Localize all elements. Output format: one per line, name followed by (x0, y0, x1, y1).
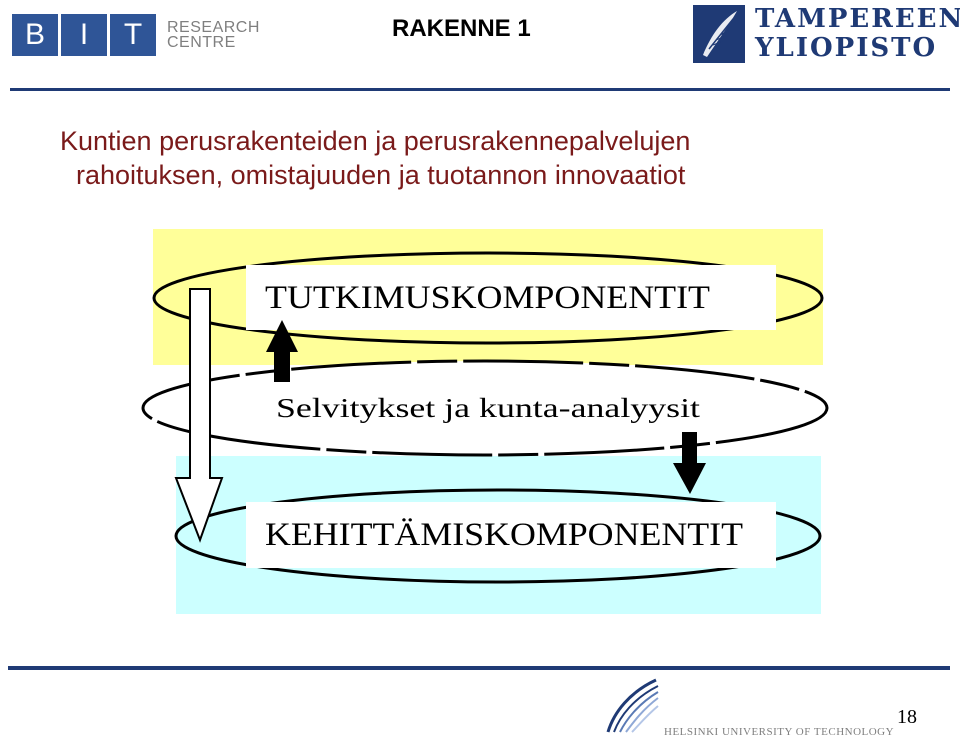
university-name-line2: YLIOPISTO (755, 33, 938, 63)
header-divider (10, 88, 950, 91)
development-label-box (246, 502, 776, 568)
flow-down-arrow (174, 288, 224, 543)
bit-letter-b: B (12, 14, 58, 56)
bit-letter-t: T (110, 14, 156, 56)
research-components-label: TUTKIMUSKOMPONENTIT (265, 280, 710, 316)
subtitle-line-1: Kuntien perusrakenteiden ja perusrakenne… (60, 126, 691, 156)
bit-logo: B I T RESEARCH CENTRE (12, 14, 260, 56)
page-number: 18 (897, 706, 917, 728)
hut-logo-icon (606, 678, 659, 733)
research-label-box (246, 265, 776, 330)
footer-divider (8, 666, 950, 670)
bit-letter-i: I (61, 14, 107, 56)
subtitle-line-2: rahoituksen, omistajuuden ja tuotannon i… (76, 160, 686, 190)
up-arrow (266, 320, 298, 382)
analysis-ellipse (141, 359, 829, 457)
analysis-label: Selvitykset ja kunta-analyysit (276, 393, 701, 423)
bit-centre-text: CENTRE (167, 34, 236, 51)
footer-university-name: HELSINKI UNIVERSITY OF TECHNOLOGY (664, 726, 895, 738)
bit-research-text: RESEARCH (167, 19, 260, 36)
slide-title: RAKENNE 1 (392, 15, 531, 42)
down-arrow (673, 432, 706, 494)
bit-research-centre: RESEARCH CENTRE (167, 19, 260, 51)
university-name: TAMPEREEN YLIOPISTO (755, 5, 960, 63)
development-components-label: KEHITTÄMISKOMPONENTIT (265, 517, 743, 553)
university-name-line1: TAMPEREEN (755, 4, 960, 34)
slide-subtitle: Kuntien perusrakenteiden ja perusrakenne… (60, 124, 940, 192)
university-emblem-icon (693, 5, 745, 63)
university-logo: TAMPEREEN YLIOPISTO (693, 5, 960, 63)
